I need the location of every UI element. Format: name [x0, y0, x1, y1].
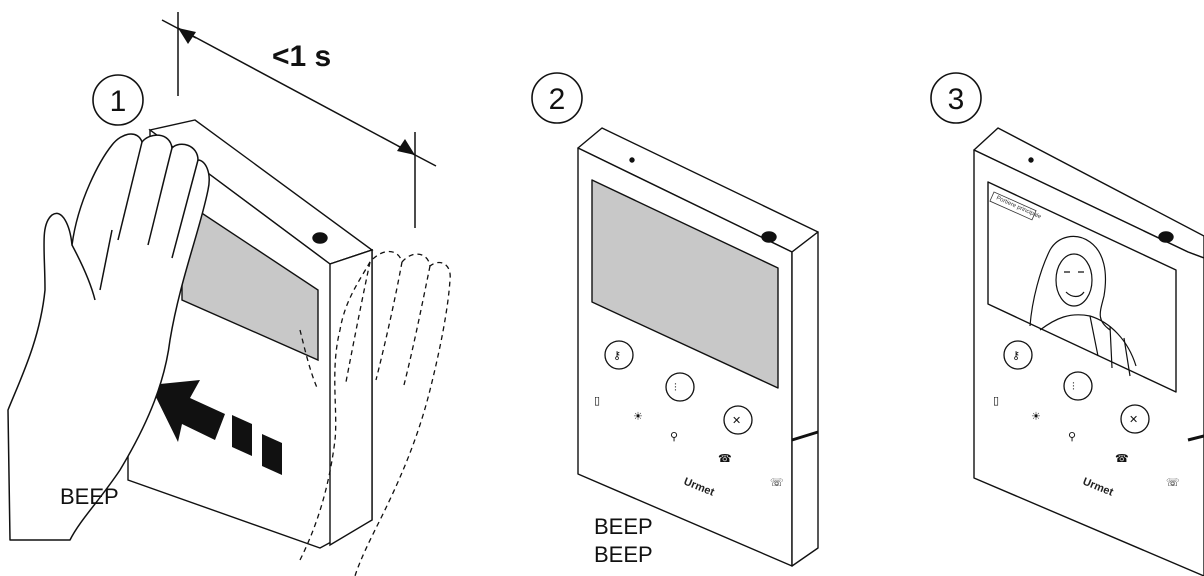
led-dot	[1028, 157, 1034, 163]
light-icon: ☀	[1031, 410, 1041, 423]
side-slot	[1187, 434, 1204, 442]
arrow-dash-2	[262, 434, 282, 475]
step-3-number-circle	[930, 72, 982, 124]
device-2-side	[791, 231, 819, 567]
hand-solid-finger-line-3	[171, 159, 199, 259]
step-2-number-circle	[531, 72, 583, 124]
hand-solid-finger-line-1	[117, 141, 143, 241]
step-3: 3 Portiere principale ⚷ ⫶	[930, 72, 1204, 576]
step-2: 2 ⚷ ⫶ ✕ ▯ ☀ ⚲ ☎ ☏ Urmet BEEP BEE	[531, 72, 819, 567]
person-mouth	[1065, 291, 1085, 298]
swipe-arrow	[150, 380, 282, 475]
hand-dashed-outline	[299, 250, 451, 576]
person-shirt-lines	[1089, 315, 1131, 377]
mute-button	[1120, 404, 1150, 434]
side-slot	[791, 430, 819, 442]
door-icon: ▯	[993, 394, 999, 407]
key-icon: ⚷	[1012, 349, 1020, 362]
sliders-icon: ⫶	[674, 381, 677, 394]
key-button	[604, 340, 634, 370]
arrow-dash-1	[232, 415, 252, 456]
step-3-icons: ⚷ ⫶ ✕ ▯ ☀ ⚲ ☎ ☏	[993, 349, 1180, 489]
step-1: 1 <1 s	[7, 12, 451, 576]
hand-solid-crease-2	[99, 229, 113, 291]
hand-solid-outline	[7, 133, 210, 541]
led-dot	[629, 157, 635, 163]
mute-mic-icon: ✕	[1129, 413, 1138, 426]
timing-label: <1 s	[272, 40, 331, 73]
door-release-icon: ⚲	[670, 430, 678, 443]
sliders-button	[665, 372, 695, 402]
sliders-button	[1063, 371, 1093, 401]
person-face	[1055, 253, 1093, 307]
phone-ring-icon: ☎	[1115, 452, 1129, 465]
call-icon: ☏	[1166, 476, 1180, 489]
mute-mic-icon: ✕	[732, 414, 741, 427]
phone-ring-icon: ☎	[718, 452, 732, 465]
hand-dashed-thumb	[299, 329, 319, 391]
camera-lens	[761, 231, 777, 243]
key-icon: ⚷	[613, 349, 621, 362]
call-icon: ☏	[770, 476, 784, 489]
light-icon: ☀	[633, 410, 643, 423]
step-1-number: 1	[110, 85, 127, 118]
step-2-device	[577, 127, 819, 567]
dimension-arrow-right	[397, 139, 415, 155]
hand-dashed-finger-line-2	[403, 265, 431, 386]
step-1-number-circle	[92, 74, 144, 126]
hand-dashed-finger-line-1	[375, 261, 403, 381]
step-2-buttons	[604, 340, 753, 435]
mute-button	[723, 405, 753, 435]
camera-lens	[1158, 231, 1174, 243]
step-3-number: 3	[948, 83, 965, 116]
device-1-side	[329, 249, 373, 547]
hand-solid	[7, 133, 210, 541]
person-hair	[1029, 235, 1111, 331]
device-2-screen	[591, 179, 779, 389]
door-release-icon: ⚲	[1068, 430, 1076, 443]
key-button	[1003, 340, 1033, 370]
device-3-screen	[987, 181, 1177, 393]
step-2-icons: ⚷ ⫶ ✕ ▯ ☀ ⚲ ☎ ☏	[594, 349, 784, 489]
arrow-head	[150, 380, 225, 442]
door-icon: ▯	[594, 394, 600, 407]
sliders-icon: ⫶	[1072, 380, 1075, 393]
video-person	[1029, 235, 1137, 377]
hand-dashed-finger-line-3	[345, 261, 371, 383]
dimension-arrow-left	[178, 28, 196, 44]
hand-solid-finger-line-2	[147, 147, 173, 246]
step-3-buttons	[1003, 340, 1150, 434]
step-1-sound-1: BEEP	[60, 484, 119, 509]
step-2-number: 2	[549, 83, 566, 116]
step-3-device	[973, 127, 1204, 576]
hand-solid-crease-1	[71, 244, 96, 301]
hand-dashed	[299, 250, 451, 576]
step-2-sound-1: BEEP	[594, 514, 653, 539]
step-2-sound-2: BEEP	[594, 542, 653, 567]
screen-overlay-tag	[989, 191, 1037, 221]
dimension-line	[177, 27, 416, 156]
camera-lens	[312, 232, 328, 244]
